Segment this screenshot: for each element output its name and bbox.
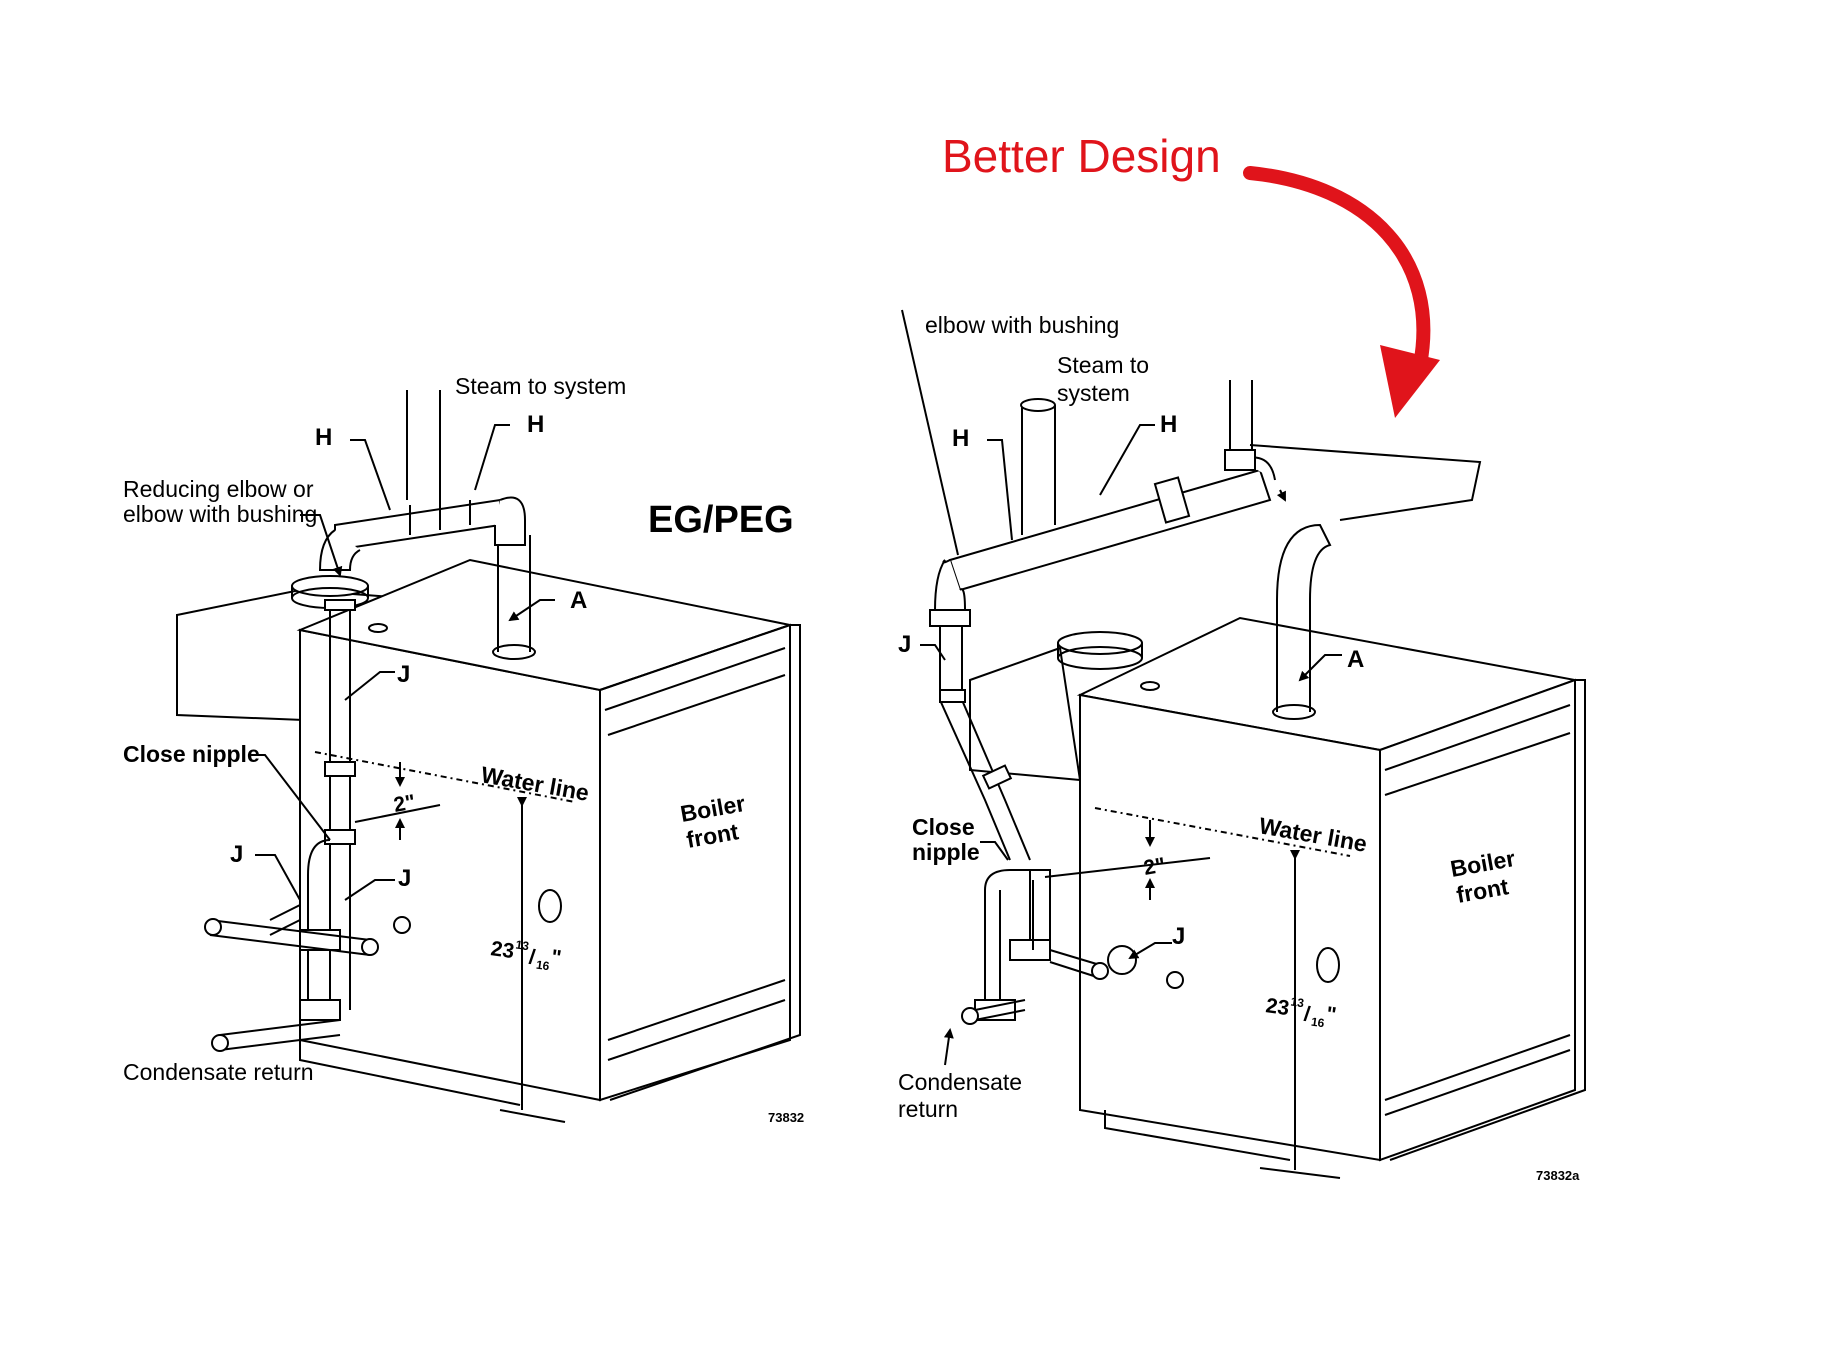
right-steam-line2: system — [1057, 380, 1130, 406]
curved-red-arrow-icon — [1243, 166, 1440, 418]
right-a-label: A — [1347, 646, 1364, 673]
right-close-line2: nipple — [912, 839, 980, 865]
better-design-annotation: Better Design — [942, 130, 1221, 182]
right-dim-den: 16 — [1310, 1015, 1325, 1031]
right-boiler-diagram — [901, 309, 1586, 1179]
left-dim-unit: " — [550, 946, 563, 970]
left-dimension-label: 23 13 / 16 " — [489, 937, 563, 974]
left-two-inch-label: 2" — [392, 791, 417, 817]
left-j-right-label: J — [398, 865, 411, 892]
right-h-label-right: H — [1160, 411, 1177, 438]
right-dim-num: 13 — [1290, 995, 1305, 1011]
right-two-inch-label: 2" — [1142, 854, 1167, 880]
left-dim-slash: / — [528, 946, 537, 970]
left-j-left-label: J — [230, 841, 243, 868]
left-close-nipple-label: Close nipple — [123, 741, 260, 767]
right-steam-line1: Steam to — [1057, 352, 1149, 378]
left-model-label: EG/PEG — [648, 499, 794, 541]
left-dim-num: 13 — [515, 938, 530, 954]
right-close-line1: Close — [912, 814, 975, 840]
left-reducing-elbow-line2: elbow with bushing — [123, 501, 317, 527]
left-boiler-diagram — [176, 390, 801, 1123]
right-j-lower-label: J — [1172, 923, 1185, 950]
left-h-label-right: H — [527, 411, 544, 438]
right-dim-whole: 23 — [1264, 994, 1290, 1020]
right-dim-unit: " — [1325, 1003, 1338, 1027]
right-dim-slash: / — [1303, 1003, 1312, 1027]
right-dimension-label: 23 13 / 16 " — [1264, 994, 1338, 1031]
left-a-label: A — [570, 587, 587, 614]
left-dim-whole: 23 — [489, 937, 515, 963]
right-condensate-line1: Condensate — [898, 1069, 1022, 1095]
right-h-label-left: H — [952, 425, 969, 452]
right-condensate-line2: return — [898, 1096, 958, 1122]
left-steam-label: Steam to system — [455, 373, 626, 399]
right-figure-number: 73832a — [1536, 1168, 1580, 1183]
left-h-label-left: H — [315, 424, 332, 451]
right-elbow-label: elbow with bushing — [925, 312, 1119, 338]
left-reducing-elbow-line1: Reducing elbow or — [123, 476, 314, 502]
left-figure-number: 73832 — [768, 1110, 804, 1125]
right-j-upper-label: J — [898, 631, 911, 658]
left-condensate-label: Condensate return — [123, 1059, 314, 1085]
left-j-upper-label: J — [397, 661, 410, 688]
left-dim-den: 16 — [535, 958, 550, 974]
